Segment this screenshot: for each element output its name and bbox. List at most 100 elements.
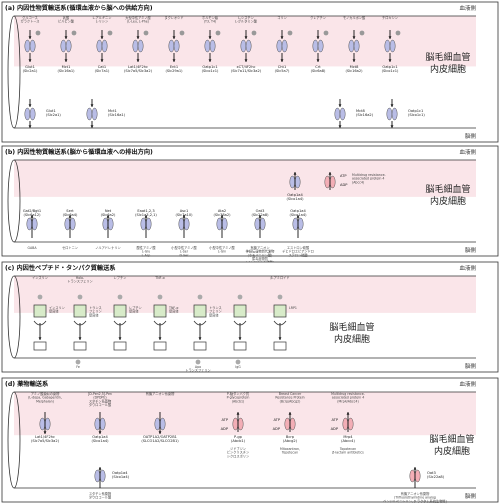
panel-b-bottom-arrow-1-head: [68, 215, 72, 218]
panel-c-receptor-0: [33, 304, 47, 318]
panel-a-top-arrow-in-5-head: [208, 36, 212, 39]
panel-d-atp-3: ATP: [221, 418, 228, 422]
panel-d-top-name-0: Lat1/4F2hc(Slc7a5/Slc3a2): [31, 435, 60, 443]
panel-d-bottom-arrow-0-head: [98, 467, 102, 470]
panel-a-top-transporter-0-left: [24, 39, 31, 53]
panel-c-exocytosis-6: [273, 341, 287, 351]
panel-a-top-transporter-9-right: [353, 39, 360, 53]
panel-d-drug-note-2: ジドブジンビンクリスチンシクロスポリン: [227, 446, 249, 458]
panel-c-receptor-3: [153, 304, 167, 318]
panel-b-bottom-name-2: Net(Slc6a2): [101, 209, 116, 217]
panel-d-bottom-transporter-1-right: [414, 469, 421, 483]
panel-a-top-sub-8: クレアチン: [310, 15, 326, 20]
panel-a-top-arrow-out-5-head: [208, 59, 212, 62]
panel-b-top-transporter-0-left: [289, 175, 296, 189]
panel-d-cell-label-1: 脳毛細血管: [429, 433, 474, 445]
panel_c-brain-side: 脳側: [465, 362, 477, 370]
panel-a-top-arrow-in-9-head: [352, 36, 356, 39]
panel-c-transcytosis-arrow-6-head: [278, 337, 282, 340]
panel-a-top-sub-4: ヌクレオシド: [164, 15, 183, 20]
panel-c-exocytosis-3: [153, 341, 167, 351]
panel-d-bottom-name-1: Oat3(Slc22a8): [427, 471, 445, 479]
panel-a-top-substrate-10: [395, 30, 401, 36]
panel-a-top-name-4: Ent1(Slc29a1): [165, 65, 183, 73]
panel-a-top-transporter-10-left: [384, 39, 391, 53]
panel-c-ligand-3: TNF-α: [154, 276, 164, 280]
panel-d-top-name-2: OATP1A2/OATP2B1(SLCO1A2/SLCO2B1): [141, 435, 179, 443]
panel-d-atp-4: ATP: [273, 418, 280, 422]
panel-a-top-name-1: Mct1(Slc16a1): [57, 65, 75, 73]
panel-d-top-transporter-3-right: [237, 417, 244, 431]
panel-c-ligand-6: β-アミロイド: [270, 275, 289, 280]
panel_a-title: (a) 内因性物質輸送系(循環血液から脳への供給方向): [5, 4, 153, 12]
panel-b-bottom-transporter-3-right: [145, 217, 152, 231]
panel-d-bottom-transporter-0-left: [94, 469, 101, 483]
panel-a-top-transporter-7-right: [281, 39, 288, 53]
panel-a-top-substrate-0: [35, 30, 41, 36]
panel-d-bottom-arrow-1-head: [413, 467, 417, 470]
panel_a-brain-side: 脳側: [465, 132, 477, 140]
panel-a-top-arrow-out-4-head: [172, 59, 176, 62]
panel-c-exocytosis-2: [113, 341, 127, 351]
panel-c-receptor-5: [233, 304, 247, 318]
panel-d-bottom-transporter-0-right: [99, 469, 106, 483]
panel-b-bottom-name-1: Sert(Slc6a4): [63, 209, 78, 217]
panel_d-lumen: [14, 392, 476, 436]
panel-c-cell-label-1: 脳毛細血管: [329, 321, 374, 333]
panel-a-bottom-transporter-0-left: [24, 107, 31, 121]
panel_c-blood-side: 血液側: [459, 264, 476, 272]
panel-d-top-name-3: P-gp(Abcb1): [231, 435, 246, 443]
panel-b-bottom-name-6: Oat3(Slc22a8): [251, 209, 269, 217]
panel-b-top-transporter-1-right: [329, 175, 336, 189]
panel-d-top-name-1: Oatp1a4(Slco1a4): [91, 435, 109, 443]
panel-c-receptor-4: [193, 304, 207, 318]
panel-a-top-arrow-in-4-head: [172, 36, 176, 39]
panel-d-top-transporter-3-left: [232, 417, 239, 431]
panel-b-bottom-name-5: Ata2(Slc38a2): [213, 209, 231, 217]
panel-a-top-arrow-in-10-head: [388, 36, 392, 39]
panel-c-transcytosis-arrow-5-head: [238, 337, 242, 340]
panel-a-bottom-transporter-3-left: [386, 107, 393, 121]
panel-b-bottom-transporter-4-right: [183, 217, 190, 231]
panel-a-top-arrow-out-6-head: [244, 59, 248, 62]
panel-a-top-transporter-8-right: [317, 39, 324, 53]
panel-d-top-sub-2: 有機アニオン系薬物: [146, 391, 175, 396]
panel_b-title: (b) 内因性物質輸送系(脳から循環血液への排出方向): [5, 148, 153, 156]
panel-a-top-arrow-in-6-head: [244, 36, 248, 39]
panel-a-bottom-arrow-in-2-head: [338, 104, 342, 107]
panel-a-top-name-3: Lat1/4F2hc(Slc7a5/Slc3a2): [124, 65, 153, 73]
panel-d-bottom-sub-0: スタチン系薬物タウロコール酸: [89, 491, 112, 500]
panel-c-transcytosis-arrow-3-head: [158, 337, 162, 340]
panel-b-mrp-label: Multidrug resistance-associated protein …: [352, 173, 386, 184]
panel-c-receptor-1: [73, 304, 87, 318]
panel-c-exocytosis-0: [33, 341, 47, 351]
panel-a-top-transporter-1-right: [65, 39, 72, 53]
panel-a-top-arrow-out-1-head: [64, 59, 68, 62]
panel-a-top-arrow-out-9-head: [352, 59, 356, 62]
panel-a-bottom-transporter-3-right: [391, 107, 398, 121]
panel-b-bottom-name-4: Asc1(Slc7a10): [175, 209, 193, 217]
panel_c-tube-end: [7, 275, 21, 359]
panel-d-atp-5: ATP: [331, 418, 338, 422]
panel-a-top-sub-10: チロキシン: [382, 15, 398, 20]
panel-a-top-name-7: Cht1(Slc5a7): [275, 65, 290, 73]
panel-d-adp-5: ADP: [331, 427, 339, 431]
panel-a-top-substrate-2: [107, 30, 113, 36]
panel-d-top-transporter-5-right: [347, 417, 354, 431]
panel-c-ligand-0: インスリン: [32, 275, 48, 280]
panel-a-top-transporter-9-left: [348, 39, 355, 53]
panel-b-bottom-arrow-2-head: [106, 215, 110, 218]
panel-c-ligand-dot-6: [277, 294, 283, 300]
panel-a-bottom-transporter-2-right: [339, 107, 346, 121]
panel-b-bottom-name-3: Eaat1,2,3(Slc1a3,2,1): [135, 209, 157, 217]
panel-a-top-substrate-8: [323, 30, 329, 36]
panel-a-top-name-2: Cat1(Slc7a1): [95, 65, 110, 73]
panel-d-top-name-4: Bcrp(Abcg2): [283, 435, 298, 443]
panel-c-receptor-label-6: LRP1: [289, 306, 297, 310]
panel-c-bottom-dot-2: [235, 359, 241, 365]
panel-c-transcytosis-arrow-2-head: [118, 337, 122, 340]
